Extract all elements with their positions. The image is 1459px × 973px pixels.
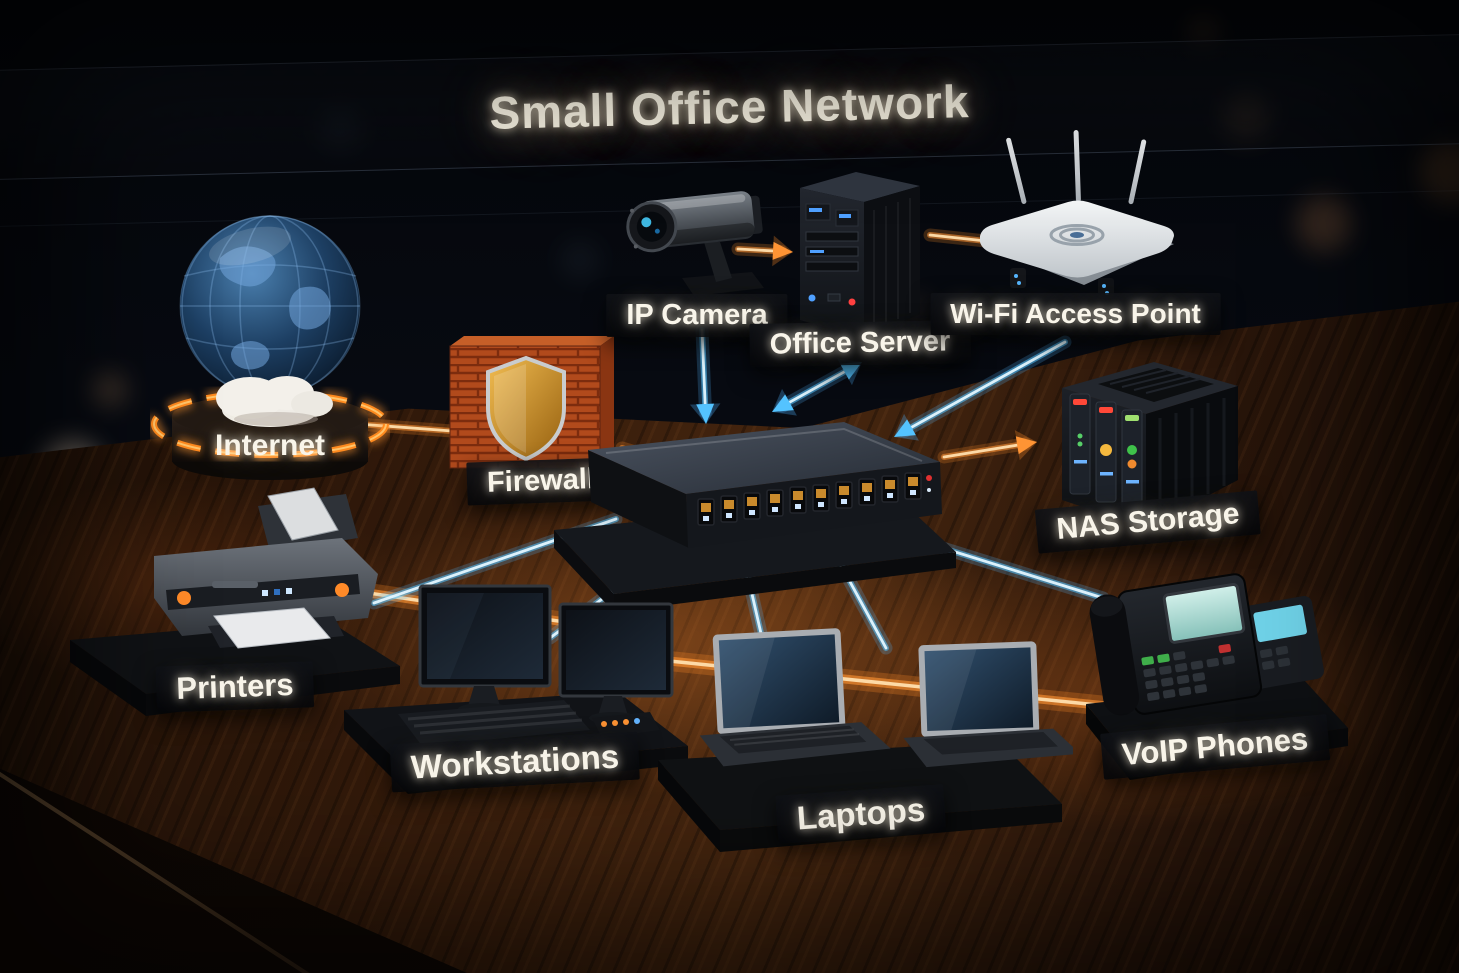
monitor-icon xyxy=(418,584,552,715)
internet-label: Internet xyxy=(214,429,326,462)
internet-globe-icon xyxy=(150,215,390,480)
wifi-ap-node: Wi-Fi Access Point xyxy=(930,128,1221,340)
cloud-icon xyxy=(216,376,333,427)
diagram-title: Small Office Network xyxy=(488,75,971,139)
ip-camera-label: IP Camera xyxy=(606,294,788,337)
laptop-icon xyxy=(699,628,891,767)
nas-node: NAS Storage xyxy=(1028,332,1268,564)
firewall-node: Firewall xyxy=(438,332,643,522)
drive-bays xyxy=(1069,393,1143,511)
ip-camera-icon xyxy=(626,191,764,296)
laptops-node: Laptops xyxy=(648,622,1073,862)
wifi-icon xyxy=(1049,224,1105,246)
antennas xyxy=(1006,130,1147,205)
ip-camera-node: IP Camera xyxy=(606,166,788,337)
internet-node: Internet xyxy=(150,188,390,498)
workstations-node: Workstations xyxy=(332,578,697,808)
phone-main xyxy=(1089,573,1263,716)
keyboard-icon xyxy=(398,700,590,746)
shield-icon xyxy=(486,355,566,462)
office-server-node: Office Server xyxy=(748,152,971,367)
wifi-ap-icon xyxy=(980,130,1174,298)
voip-node: VoIP Phones xyxy=(1072,552,1357,797)
nas-icon xyxy=(1062,362,1238,528)
firewall-brick-icon xyxy=(449,336,614,469)
server-tower-icon xyxy=(800,172,920,338)
printers-node: Printers xyxy=(62,478,407,723)
wifi-ap-label: Wi-Fi Access Point xyxy=(930,293,1221,335)
printers-label: Printers xyxy=(155,661,314,713)
laptop-icon xyxy=(903,641,1073,768)
